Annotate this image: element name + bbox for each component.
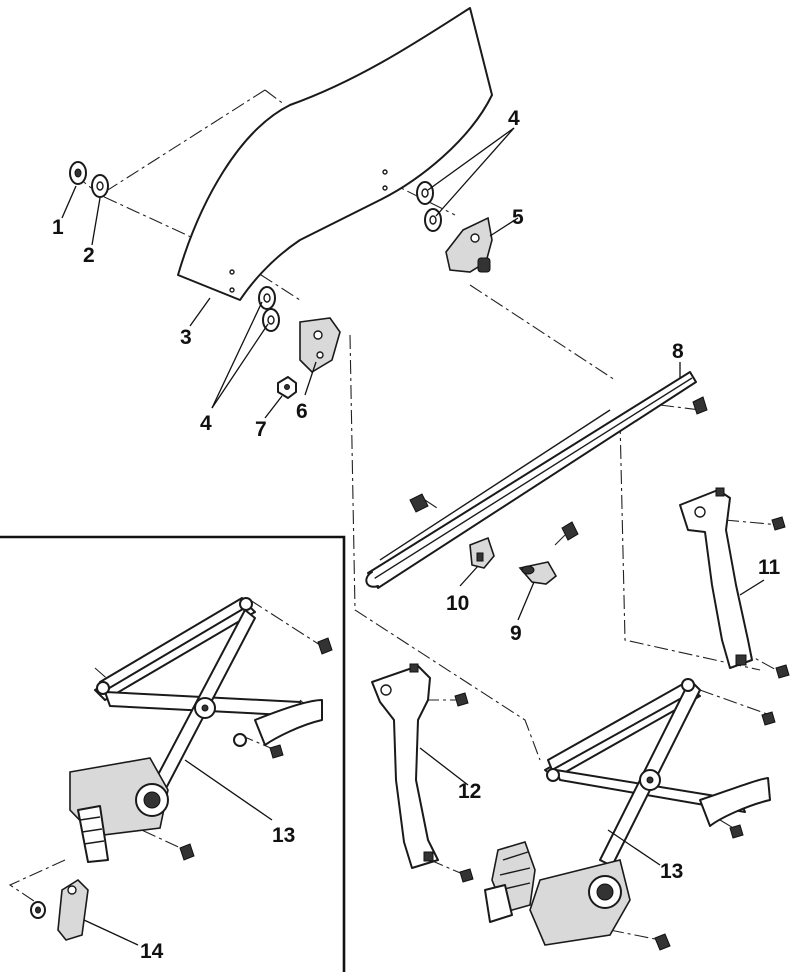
nut xyxy=(277,376,297,399)
nut xyxy=(459,868,474,883)
bolt xyxy=(654,933,671,951)
washer-lower-pair xyxy=(258,286,280,332)
grommet xyxy=(69,161,87,185)
nut xyxy=(761,711,776,726)
callout-1: 1 xyxy=(52,216,64,239)
bolt xyxy=(409,493,429,513)
nut xyxy=(771,516,786,531)
inset-frame xyxy=(0,535,346,972)
door-glass xyxy=(177,7,493,301)
nut xyxy=(269,744,284,759)
rear-run-channel xyxy=(679,487,753,669)
guide-clip xyxy=(518,521,579,585)
window-regulator-inset xyxy=(69,597,323,863)
washer xyxy=(91,174,109,198)
callout-13-main: 13 xyxy=(660,860,683,883)
callout-7: 7 xyxy=(255,418,267,441)
callout-9: 9 xyxy=(510,622,522,645)
front-run-channel xyxy=(371,663,439,869)
callout-4-upper: 4 xyxy=(508,107,520,130)
bolt xyxy=(317,637,333,655)
leader-lines xyxy=(61,127,765,946)
callout-2: 2 xyxy=(83,244,95,267)
bolt xyxy=(179,843,195,861)
window-regulator-main xyxy=(484,678,771,946)
callout-10: 10 xyxy=(446,592,469,615)
callout-13-inset: 13 xyxy=(272,824,295,847)
channel-clip xyxy=(469,536,495,569)
callout-11: 11 xyxy=(758,556,781,579)
callout-3: 3 xyxy=(180,326,192,349)
callout-4-lower: 4 xyxy=(200,412,212,435)
glass-bracket-rear xyxy=(445,216,493,273)
callout-12: 12 xyxy=(458,780,481,803)
nut xyxy=(454,692,469,707)
callout-labels: 1 2 3 4 4 5 6 7 8 9 10 11 12 13 13 14 xyxy=(52,107,781,963)
nut xyxy=(729,824,744,839)
glass-bracket-front xyxy=(299,317,341,374)
callout-5: 5 xyxy=(512,206,524,229)
bolt xyxy=(692,396,708,415)
callout-6: 6 xyxy=(296,400,308,423)
sash-channel xyxy=(365,371,697,589)
crank-handle xyxy=(30,878,89,941)
callout-8: 8 xyxy=(672,340,684,363)
callout-14: 14 xyxy=(140,940,164,963)
nut xyxy=(775,664,790,679)
